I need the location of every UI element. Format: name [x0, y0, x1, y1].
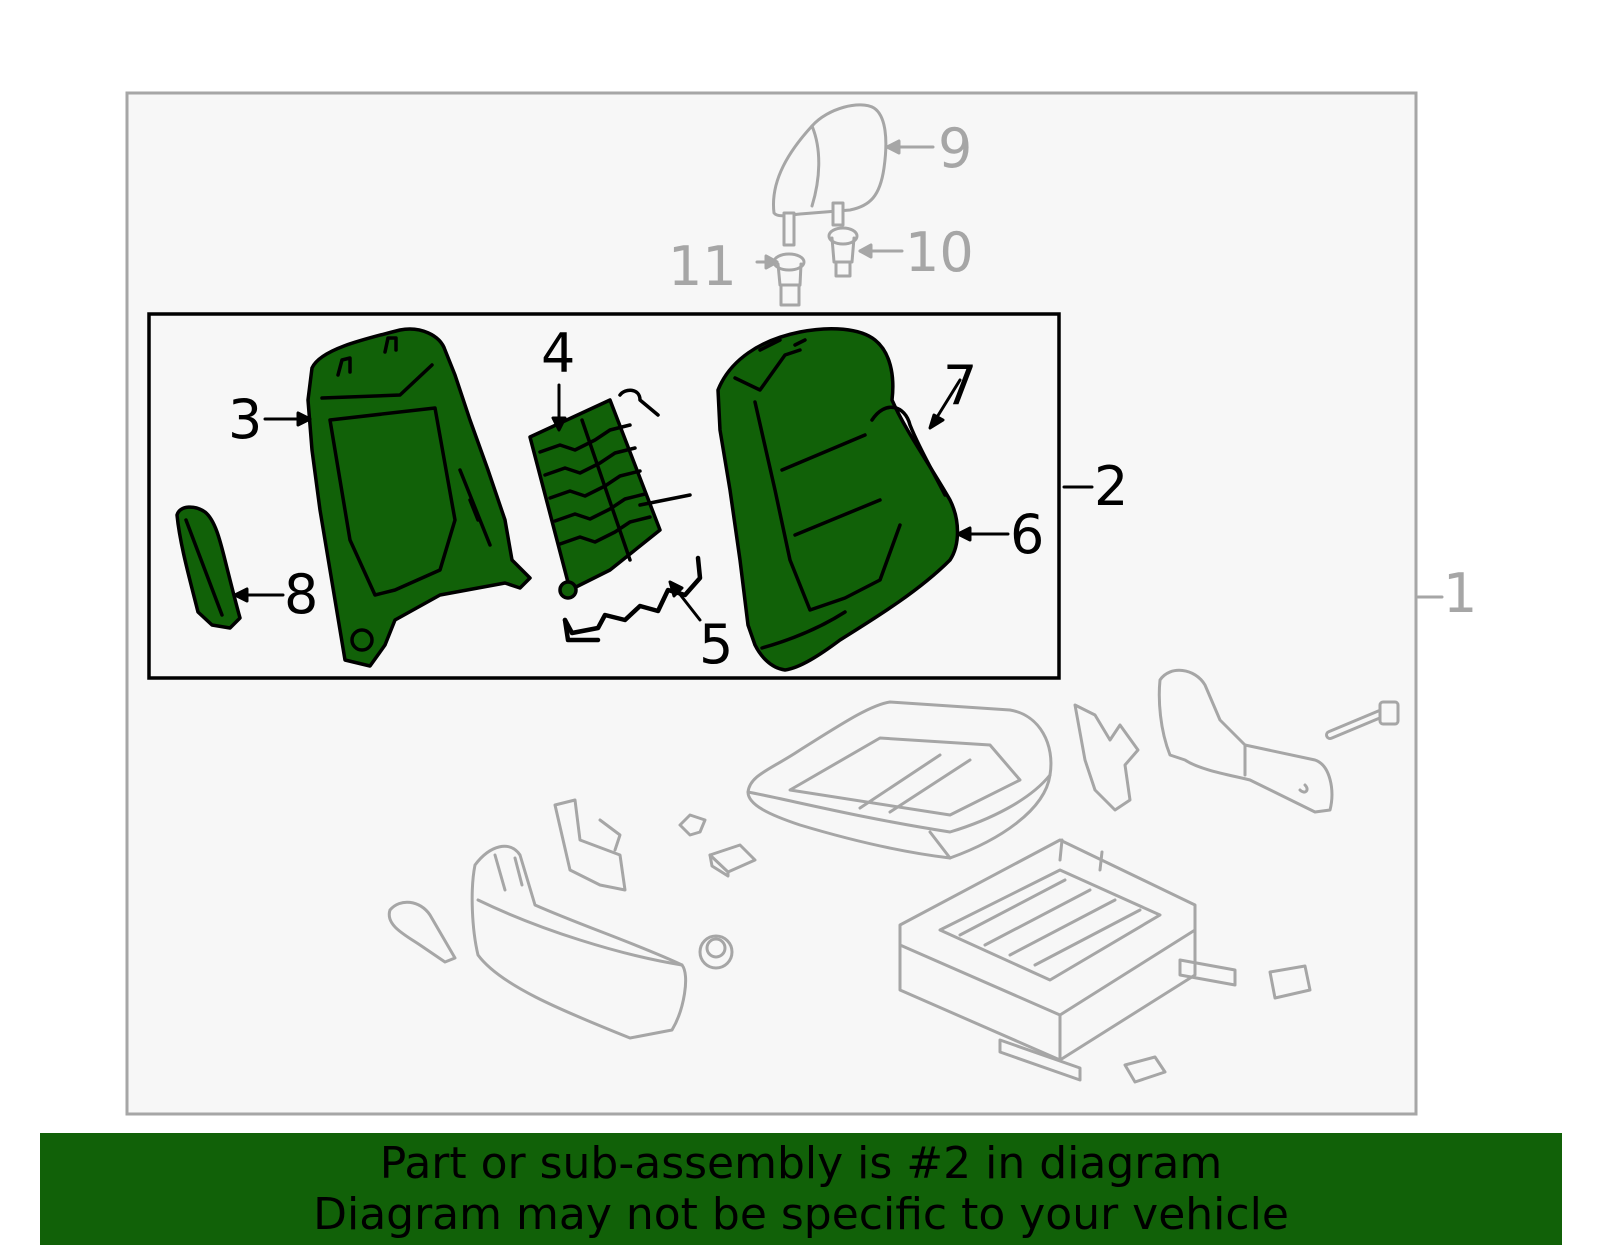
- callout-4: 4: [541, 322, 575, 385]
- seatback-cover-part: [716, 326, 960, 672]
- clip-part: [678, 813, 757, 878]
- bolt-part: [1325, 700, 1400, 740]
- banner-line-1: Part or sub-assembly is #2 in diagram: [379, 1138, 1223, 1189]
- recliner-cover-part: [1157, 669, 1334, 814]
- seatback-panel-part: [870, 405, 947, 497]
- seat-cushion-part: [746, 700, 1053, 860]
- callout-10: 10: [905, 221, 974, 284]
- knob-part: [387, 900, 457, 964]
- block-part: [1123, 964, 1312, 1084]
- seatback-spring-part: [528, 388, 692, 600]
- wire-part: [562, 555, 703, 643]
- grommet-part: [698, 934, 734, 970]
- callout-3: 3: [228, 388, 262, 451]
- side-shield-part: [470, 844, 688, 1040]
- callout-1: 1: [1443, 562, 1477, 625]
- rear-bracket-part: [1073, 703, 1140, 812]
- callout-6: 6: [1010, 503, 1044, 566]
- callout-9: 9: [938, 117, 972, 180]
- headrest-part: [771, 103, 888, 247]
- leaders: [233, 378, 1094, 622]
- banner-line-2: Diagram may not be specific to your vehi…: [313, 1189, 1289, 1240]
- headrest-guide-part: [772, 252, 806, 307]
- callout-7: 7: [943, 354, 977, 417]
- shield-bracket-part: [553, 798, 627, 892]
- seat-frame-part: [898, 838, 1237, 1082]
- callout-5: 5: [699, 613, 733, 676]
- callout-11: 11: [668, 235, 737, 298]
- callout-8: 8: [284, 563, 318, 626]
- side-bolster-part: [175, 505, 242, 630]
- callout-2: 2: [1094, 455, 1128, 518]
- grey-parts: [387, 103, 1444, 1084]
- info-banner: Part or sub-assembly is #2 in diagram Di…: [40, 1133, 1562, 1245]
- headrest-guide-part-2: [827, 226, 859, 278]
- seatback-frame-part: [306, 327, 532, 668]
- highlighted-parts: [175, 326, 1094, 672]
